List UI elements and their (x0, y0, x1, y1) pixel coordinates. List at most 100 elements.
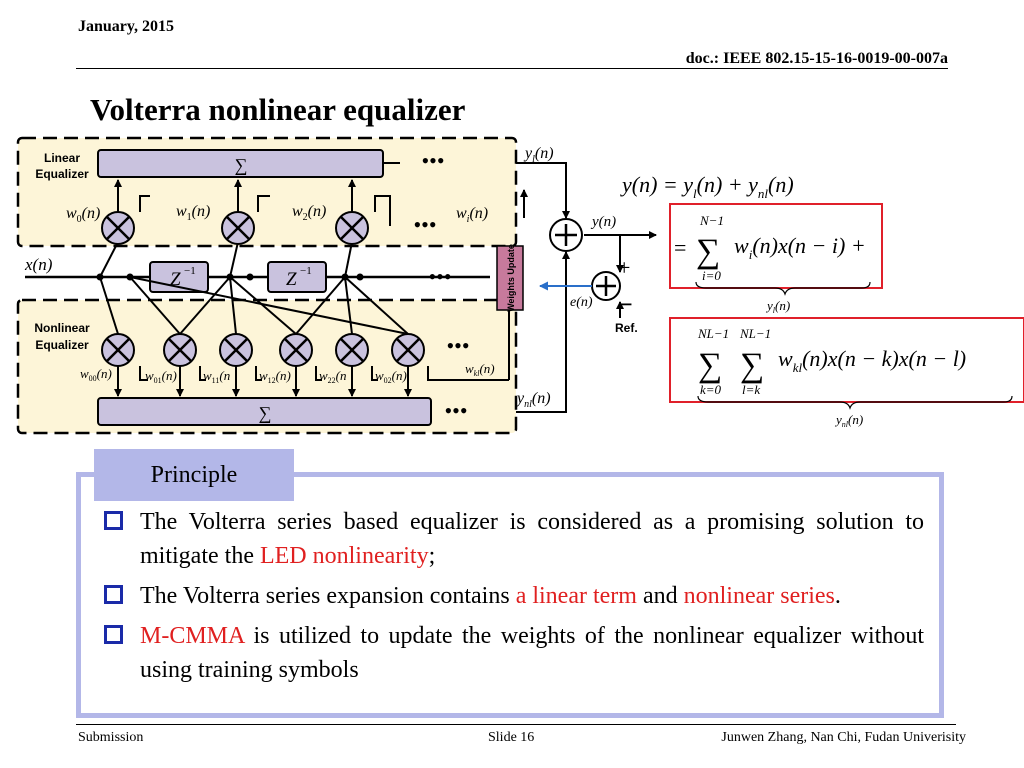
bullet-2-highlight-1: a linear term (515, 583, 637, 609)
delay-2-z: Z (286, 269, 297, 290)
header-date: January, 2015 (78, 18, 175, 35)
weight-label-w11: w11(n (203, 368, 230, 385)
nl-upper-limit-2: NL−1 (739, 326, 771, 341)
footer-authors: Junwen Zhang, Nan Chi, Fudan Univerisity (721, 730, 966, 745)
weight-line (257, 195, 270, 212)
weight-label-w0: w0(n) (66, 205, 100, 225)
bullet-3: M-CMMA is utilized to update the weights… (104, 619, 924, 687)
delay-1-exp: −1 (184, 265, 196, 277)
bullet-1: The Volterra series based equalizer is c… (104, 505, 924, 573)
lin-brace-label: yl(n) (765, 298, 790, 315)
bullet-2-highlight-2: nonlinear series (683, 583, 835, 609)
nonlinear-label-line1: Nonlinear (34, 321, 90, 335)
equalizer-diagram: Linear Equalizer Nonlinear Equalizer ∑ ∑… (16, 136, 1024, 435)
linear-multipliers (101, 211, 369, 245)
nl-lower-limit-2: l=k (742, 382, 760, 397)
junction-dot (126, 273, 134, 281)
equation-main: y(n) = yl(n) + ynl(n) (620, 172, 794, 201)
junction-dot (96, 273, 104, 281)
bullet-2-mid: and (636, 583, 684, 609)
tap-line (229, 241, 239, 278)
lin-body: wi(n)x(n − i) + (734, 233, 866, 262)
multiplier-x (340, 216, 364, 240)
principle-box (76, 472, 944, 718)
footer-slide-number: Slide 16 (488, 730, 535, 745)
junction-dot (246, 273, 254, 281)
weight-label-w2: w2(n) (292, 203, 326, 223)
weight-line (315, 366, 322, 381)
principle-tab: Principle (94, 449, 294, 501)
nl-brace-label: ynl(n) (834, 412, 863, 429)
junction-dots (96, 273, 364, 281)
bullet-3-text: is utilized to update the weights of the… (140, 623, 924, 683)
nl-lower-limit-1: k=0 (700, 382, 722, 397)
weight-label-w01: w01(n) (145, 368, 177, 385)
input-label: x(n) (24, 255, 53, 274)
weight-label-w12: w12(n) (259, 368, 291, 385)
ellipsis-linear: ••• (413, 212, 436, 237)
tap-line (179, 276, 231, 335)
nl-sigma-1: ∑ (698, 347, 722, 384)
nonlinear-output-line (516, 251, 570, 413)
multiplier-x (340, 338, 364, 362)
square-bullet-icon (104, 511, 123, 530)
weight-line (427, 366, 509, 381)
ellipsis-nonlinear: ••• (446, 333, 469, 358)
tap-line (129, 276, 409, 335)
linear-output-line (516, 162, 570, 219)
tap-line (344, 276, 409, 335)
bullet-2-text: The Volterra series expansion contains (140, 583, 516, 609)
bullet-1-highlight: LED nonlinearity (259, 543, 429, 569)
tap-line (129, 276, 181, 335)
nl-upper-limit-1: NL−1 (697, 326, 729, 341)
tap-line (295, 276, 346, 335)
multiplier-x (226, 216, 250, 240)
error-adder-plus (596, 276, 616, 296)
delay-box-2 (267, 261, 327, 293)
tap-line (229, 276, 237, 335)
weight-line (139, 195, 150, 212)
tap-line (99, 276, 119, 335)
bullet-2: The Volterra series expansion contains a… (104, 579, 924, 613)
nonlinear-multipliers (101, 333, 425, 367)
reference-label: Ref. (615, 321, 638, 335)
error-minus-sign: − (618, 290, 633, 319)
tap-line (229, 276, 297, 335)
junction-dot (356, 273, 364, 281)
linear-sum-symbol: ∑ (235, 155, 248, 175)
bullet-3-highlight: M-CMMA (140, 623, 245, 649)
weight-label-w00: w00(n) (80, 366, 112, 383)
nonlinear-sum-symbol: ∑ (259, 403, 272, 423)
junction-dot (226, 273, 234, 281)
weight-line (374, 195, 391, 226)
tap-line (344, 276, 353, 335)
multiplier-x (168, 338, 192, 362)
bullet-2-end: . (834, 583, 841, 609)
ellipsis-top: ••• (421, 148, 444, 173)
delay-2-exp: −1 (300, 265, 312, 277)
junction-dot (341, 273, 349, 281)
multiplier-x (396, 338, 420, 362)
footer-submission: Submission (78, 730, 144, 745)
slide-title: Volterra nonlinear equalizer (90, 92, 466, 127)
weight-label-w22: w22(n (319, 368, 347, 385)
error-label: e(n) (570, 295, 593, 310)
linear-label-line1: Linear (44, 151, 80, 165)
weight-line (371, 366, 378, 381)
weight-label-w02: w02(n) (375, 368, 407, 385)
delay-1-z: Z (170, 269, 181, 290)
multiplier-x (284, 338, 308, 362)
weight-line (139, 366, 148, 381)
header-doc-id: doc.: IEEE 802.15-15-16-0019-00-007a (685, 50, 948, 67)
weight-label-wi: wi(n) (456, 205, 488, 225)
multiplier-x (106, 216, 130, 240)
error-plus-sign: + (618, 255, 630, 280)
header-rule (76, 68, 948, 69)
lin-upper-limit: N−1 (699, 213, 724, 228)
principle-bullets: The Volterra series based equalizer is c… (104, 505, 924, 693)
nl-sigma-2: ∑ (740, 347, 764, 384)
nonlinear-label-line2: Equalizer (35, 338, 89, 352)
bullet-1-end: ; (428, 543, 436, 569)
linear-label-line2: Equalizer (35, 167, 89, 181)
output-adder-plus (555, 224, 577, 246)
